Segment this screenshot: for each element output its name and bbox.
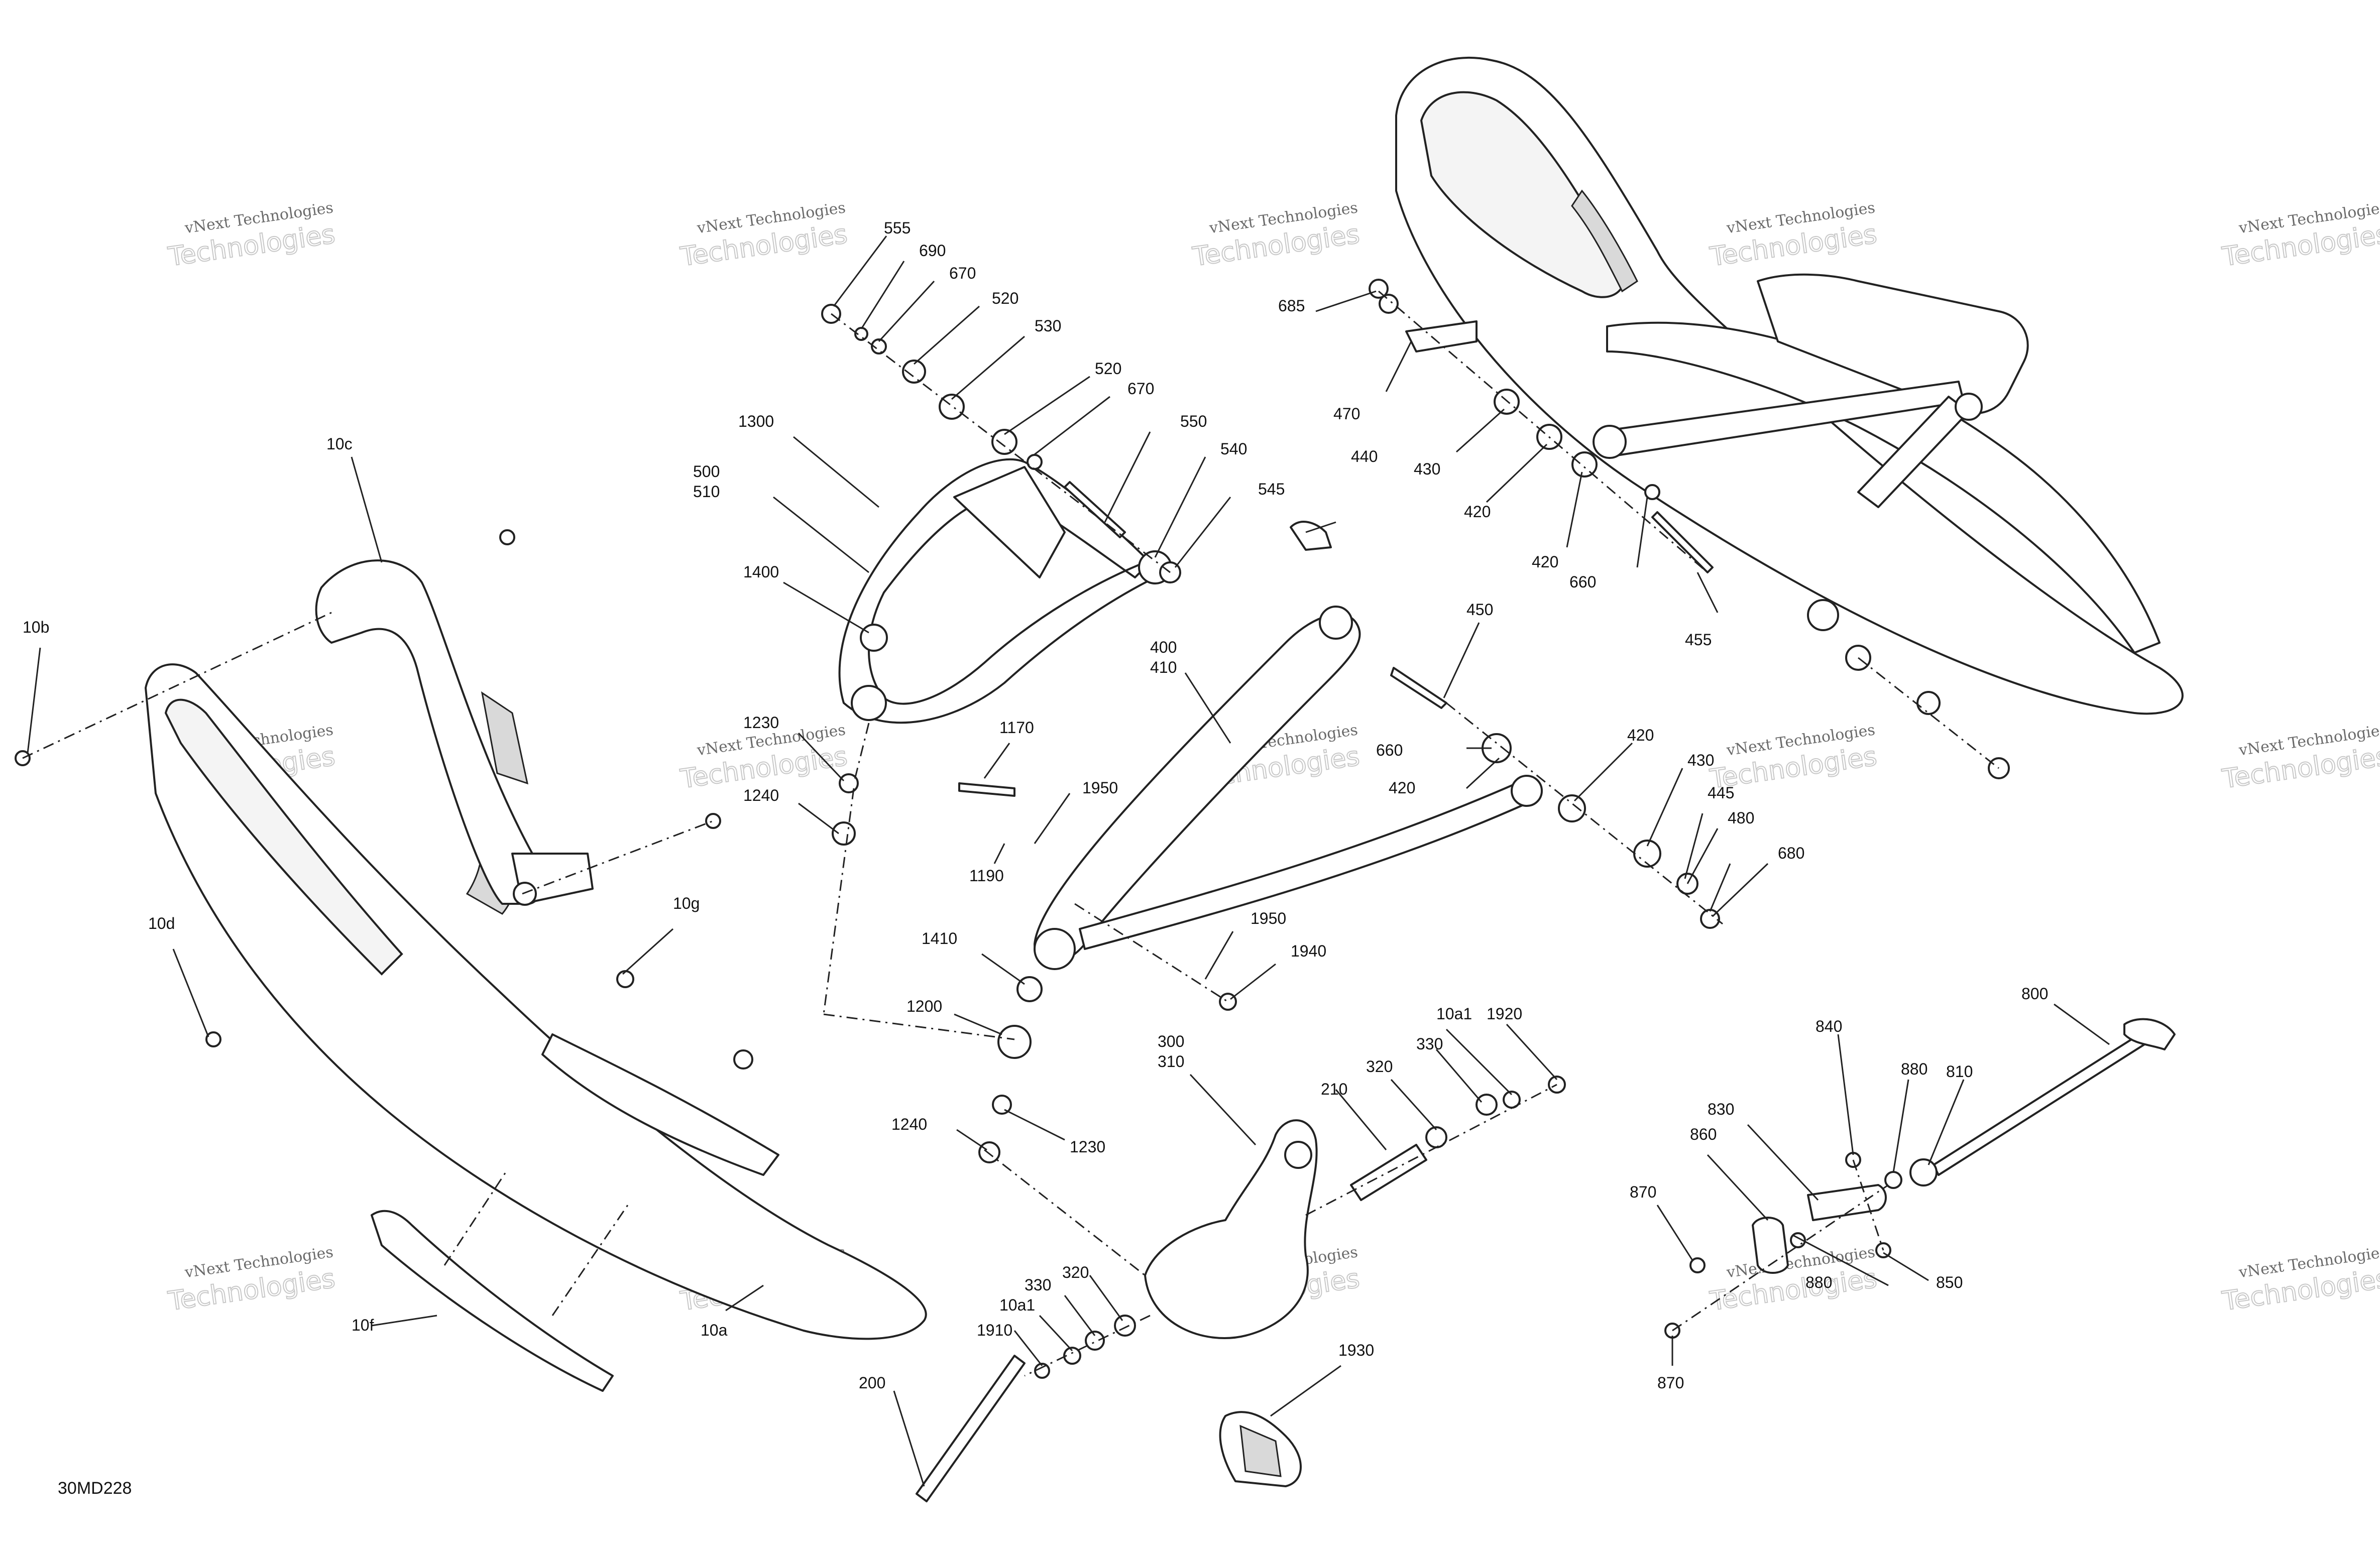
callout-label: 870 xyxy=(1657,1374,1684,1392)
callout-label: 420 xyxy=(1389,779,1415,797)
tie-rod-800 xyxy=(1909,1018,2176,1186)
shafts-and-pins xyxy=(916,481,1714,1502)
watermark: vNext Technologies Technologies xyxy=(2220,199,2380,273)
watermark: vNext Technologies Technologies xyxy=(678,721,850,795)
callout-label: 1920 xyxy=(1487,1005,1522,1023)
callout-label: 10a1 xyxy=(1436,1005,1472,1023)
hardware xyxy=(15,279,2010,1379)
callout-label: 430 xyxy=(1687,751,1714,769)
leader-lines xyxy=(27,235,2110,1487)
callout-label: 555 xyxy=(884,219,911,237)
callout-label: 520 xyxy=(1095,360,1121,378)
ski-runner-10f xyxy=(371,1210,614,1392)
callout-label: 200 xyxy=(859,1374,885,1392)
callout-label: 1200 xyxy=(906,997,942,1015)
callout-label: 850 xyxy=(1936,1273,1963,1291)
callout-label: 455 xyxy=(1685,631,1712,649)
callout-label: 1930 xyxy=(1338,1341,1374,1359)
figure-id: 30MD228 xyxy=(58,1479,132,1498)
watermark: vNext Technologies Technologies xyxy=(166,1243,337,1317)
callout-label: 880 xyxy=(1901,1060,1928,1078)
callout-label: 1300 xyxy=(738,412,774,430)
callout-label: 660 xyxy=(1569,573,1596,591)
callout-label: 430 xyxy=(1414,460,1440,478)
callout-label: 800 xyxy=(2021,985,2048,1003)
callout-label: 550 xyxy=(1180,412,1207,430)
callout-label: 210 xyxy=(1321,1080,1347,1098)
callout-label: 530 xyxy=(1035,317,1061,335)
callout-label: 400 xyxy=(1150,638,1177,656)
callout-label: 420 xyxy=(1464,503,1491,521)
ski-handle-10c xyxy=(315,559,594,906)
callout-label: 1950 xyxy=(1082,779,1118,797)
spindle xyxy=(1144,1119,1318,1339)
callout-label: 10a1 xyxy=(999,1296,1035,1314)
callout-label: 300 xyxy=(1158,1032,1184,1050)
callout-label: 480 xyxy=(1728,809,1754,827)
callout-label: 520 xyxy=(992,289,1018,307)
callout-label: 1230 xyxy=(743,714,779,732)
bumper-1930 xyxy=(1219,1411,1302,1487)
callout-label: 660 xyxy=(1376,741,1403,759)
callout-label: 510 xyxy=(693,483,720,501)
callout-label: 545 xyxy=(1258,480,1285,498)
callout-label: 500 xyxy=(693,462,720,481)
watermark: vNext Technologies Technologies xyxy=(1708,199,1879,273)
callout-label: 445 xyxy=(1708,784,1734,802)
callout-label: 470 xyxy=(1333,405,1360,423)
callout-label: 410 xyxy=(1150,658,1177,676)
callout-label: 670 xyxy=(949,264,976,282)
callout-label: 1940 xyxy=(1291,942,1326,960)
watermark: vNext Technologies Technologies xyxy=(1708,1243,1879,1317)
callout-labels: 555 690 670 520 530 520 670 550 540 545 … xyxy=(23,219,2048,1392)
lower-a-arm xyxy=(1034,606,1543,970)
callout-label: 440 xyxy=(1351,447,1378,465)
watermark: vNext Technologies Technologies xyxy=(166,199,337,273)
callout-label: 1410 xyxy=(922,929,957,947)
assembly-axes xyxy=(22,290,1999,1377)
callout-label: 10d xyxy=(148,914,175,932)
steering-arm-830 xyxy=(1752,1184,1887,1274)
callout-label: 10g xyxy=(673,894,700,912)
callout-label: 320 xyxy=(1366,1057,1393,1076)
callout-label: 670 xyxy=(1127,380,1154,398)
callout-label: 10f xyxy=(352,1316,374,1334)
callout-label: 330 xyxy=(1416,1035,1443,1053)
callout-label: 1950 xyxy=(1251,909,1286,927)
callout-label: 690 xyxy=(919,242,946,260)
callout-label: 420 xyxy=(1532,553,1558,571)
callout-label: 1910 xyxy=(977,1321,1012,1339)
watermark: vNext Technologies Technologies xyxy=(2220,721,2380,795)
callout-label: 880 xyxy=(1805,1273,1832,1291)
callout-label: 320 xyxy=(1062,1263,1089,1281)
callout-label: 1240 xyxy=(891,1115,927,1133)
callout-label: 450 xyxy=(1466,601,1493,619)
callout-label: 1190 xyxy=(969,867,1004,885)
upper-a-arm xyxy=(838,458,1172,724)
callout-label: 685 xyxy=(1278,297,1305,315)
callout-label: 540 xyxy=(1220,440,1247,458)
watermark: vNext Technologies Technologies xyxy=(678,199,850,273)
assembled-ski-assembly xyxy=(1395,56,2184,715)
callout-label: 420 xyxy=(1627,726,1654,744)
callout-label: 310 xyxy=(1158,1052,1184,1071)
callout-label: 870 xyxy=(1630,1183,1656,1201)
callout-label: 1240 xyxy=(743,786,779,804)
callout-label: 830 xyxy=(1708,1100,1734,1118)
callout-label: 1170 xyxy=(999,719,1034,737)
callout-label: 810 xyxy=(1946,1062,1973,1081)
watermark: vNext Technologies Technologies xyxy=(1190,199,1362,273)
callout-label: 10c xyxy=(326,435,353,453)
watermark: vNext Technologies Technologies xyxy=(2220,1243,2380,1317)
callout-label: 330 xyxy=(1025,1276,1051,1294)
callout-label: 1400 xyxy=(743,563,779,581)
callout-label: 10a xyxy=(701,1321,728,1339)
callout-label: 860 xyxy=(1690,1125,1717,1143)
callout-label: 840 xyxy=(1816,1017,1842,1035)
callout-label: 10b xyxy=(23,618,49,636)
callout-label: 680 xyxy=(1778,844,1804,862)
callout-label: 1230 xyxy=(1070,1138,1105,1156)
